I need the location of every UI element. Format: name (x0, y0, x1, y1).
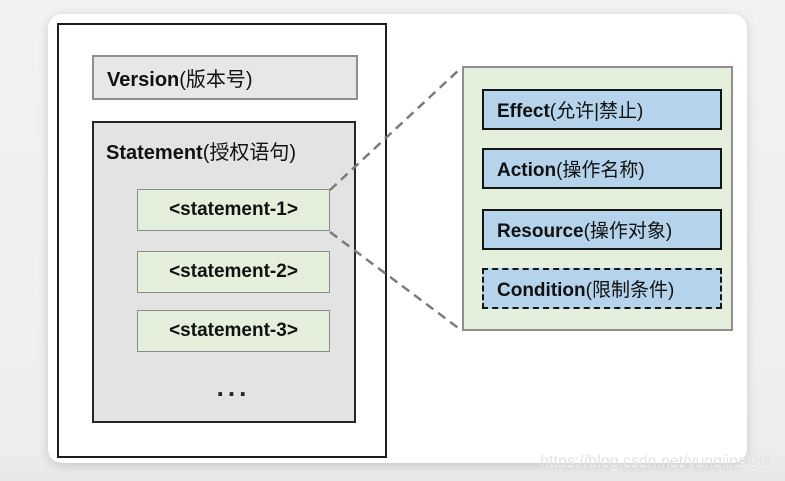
version-box: Version(版本号) (92, 55, 358, 100)
field-resource-annotation: (操作对象) (583, 221, 673, 242)
field-condition-keyword: Condition (497, 280, 586, 301)
field-action-label: Action(操作名称) (497, 155, 645, 182)
statement-item-1: <statement-1> (137, 189, 330, 231)
statement-item-2: <statement-2> (137, 251, 330, 293)
field-condition: Condition(限制条件) (482, 268, 722, 309)
field-effect-keyword: Effect (497, 101, 550, 122)
version-annotation: (版本号) (179, 69, 253, 91)
field-resource-label: Resource(操作对象) (497, 216, 672, 243)
field-action-keyword: Action (497, 160, 557, 181)
field-effect: Effect(允许|禁止) (482, 89, 722, 130)
field-action-annotation: (操作名称) (556, 160, 645, 181)
statement-annotation: (授权语句) (202, 142, 297, 164)
version-label: Version(版本号) (107, 63, 253, 92)
field-condition-label: Condition(限制条件) (497, 275, 674, 302)
field-condition-annotation: (限制条件) (585, 280, 675, 301)
statement-label: Statement(授权语句) (106, 136, 354, 165)
statement-ellipsis: ... (216, 372, 251, 402)
field-effect-label: Effect(允许|禁止) (497, 96, 643, 123)
field-resource: Resource(操作对象) (482, 209, 722, 250)
statement-keyword: Statement (106, 142, 203, 164)
field-resource-keyword: Resource (497, 221, 584, 242)
field-effect-annotation: (允许|禁止) (549, 101, 644, 122)
field-action: Action(操作名称) (482, 148, 722, 189)
statement-item-3: <statement-3> (137, 310, 330, 352)
version-keyword: Version (107, 69, 180, 91)
watermark-url: https://blog.csdn.net/yunqiinsight (540, 453, 772, 470)
